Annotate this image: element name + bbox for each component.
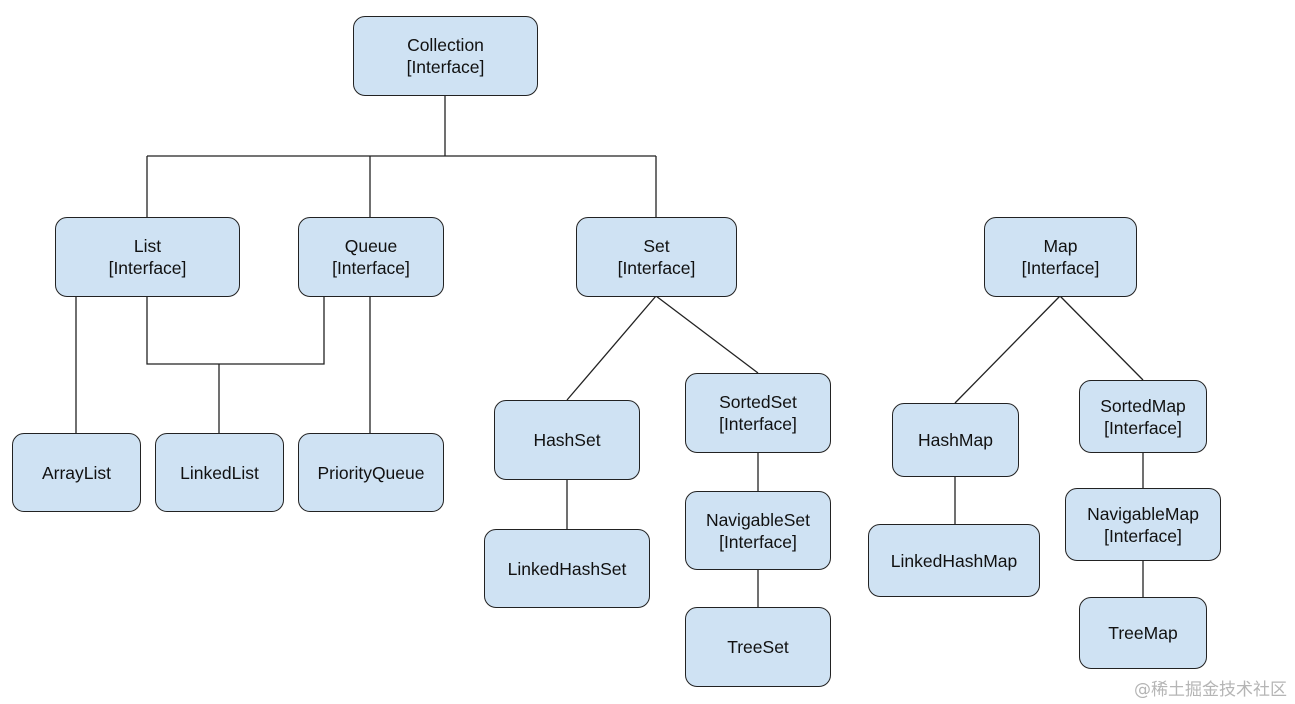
edge-set-sortedset bbox=[655, 295, 759, 374]
node-navigablemap: NavigableMap [Interface] bbox=[1065, 488, 1221, 561]
node-sortedmap: SortedMap [Interface] bbox=[1079, 380, 1207, 453]
edge-list-queue-linkedlist bbox=[146, 296, 325, 365]
node-linkedlist: LinkedList bbox=[155, 433, 284, 512]
node-collection: Collection [Interface] bbox=[353, 16, 538, 96]
edge-map-sortedmap bbox=[1059, 295, 1144, 381]
node-kind: [Interface] bbox=[719, 414, 797, 434]
node-linkedhashset: LinkedHashSet bbox=[484, 529, 650, 608]
node-hashset: HashSet bbox=[494, 400, 640, 480]
node-list: List [Interface] bbox=[55, 217, 240, 297]
node-kind: [Interface] bbox=[406, 57, 485, 77]
node-label: TreeSet bbox=[727, 637, 789, 657]
edge-set-hashset bbox=[566, 295, 657, 401]
node-map: Map [Interface] bbox=[984, 217, 1137, 297]
node-kind: [Interface] bbox=[108, 258, 187, 278]
node-kind: [Interface] bbox=[1104, 525, 1182, 546]
node-label: Queue bbox=[344, 236, 398, 256]
node-label: LinkedList bbox=[180, 462, 259, 483]
node-label: Set bbox=[643, 236, 670, 256]
node-label: HashSet bbox=[533, 430, 601, 450]
node-label: SortedSet bbox=[719, 392, 797, 412]
node-kind: [Interface] bbox=[1104, 417, 1182, 438]
node-label: Collection bbox=[407, 35, 484, 55]
node-label: LinkedHashMap bbox=[890, 550, 1018, 571]
node-label: Map bbox=[1043, 236, 1078, 256]
node-linkedhashmap: LinkedHashMap bbox=[868, 524, 1040, 597]
node-sortedset: SortedSet [Interface] bbox=[685, 373, 831, 453]
node-kind: [Interface] bbox=[617, 258, 696, 278]
node-arraylist: ArrayList bbox=[12, 433, 141, 512]
node-navigableset: NavigableSet [Interface] bbox=[685, 491, 831, 570]
node-label: List bbox=[133, 236, 162, 256]
node-kind: [Interface] bbox=[332, 258, 410, 278]
node-treeset: TreeSet bbox=[685, 607, 831, 687]
node-label: NavigableSet bbox=[705, 509, 811, 530]
watermark: @稀土掘金技术社区 bbox=[1134, 680, 1287, 700]
node-label: NavigableMap bbox=[1087, 503, 1199, 524]
node-priorityqueue: PriorityQueue bbox=[298, 433, 444, 512]
node-label: PriorityQueue bbox=[317, 462, 425, 483]
node-label: SortedMap bbox=[1100, 395, 1186, 416]
node-hashmap: HashMap bbox=[892, 403, 1019, 477]
node-kind: [Interface] bbox=[719, 531, 797, 552]
node-kind: [Interface] bbox=[1021, 258, 1100, 278]
edge-map-hashmap bbox=[954, 295, 1061, 404]
node-label: ArrayList bbox=[41, 462, 112, 483]
node-set: Set [Interface] bbox=[576, 217, 737, 297]
node-treemap: TreeMap bbox=[1079, 597, 1207, 669]
node-label: LinkedHashSet bbox=[507, 558, 627, 579]
node-label: TreeMap bbox=[1108, 623, 1178, 643]
node-label: HashMap bbox=[918, 430, 993, 450]
node-queue: Queue [Interface] bbox=[298, 217, 444, 297]
